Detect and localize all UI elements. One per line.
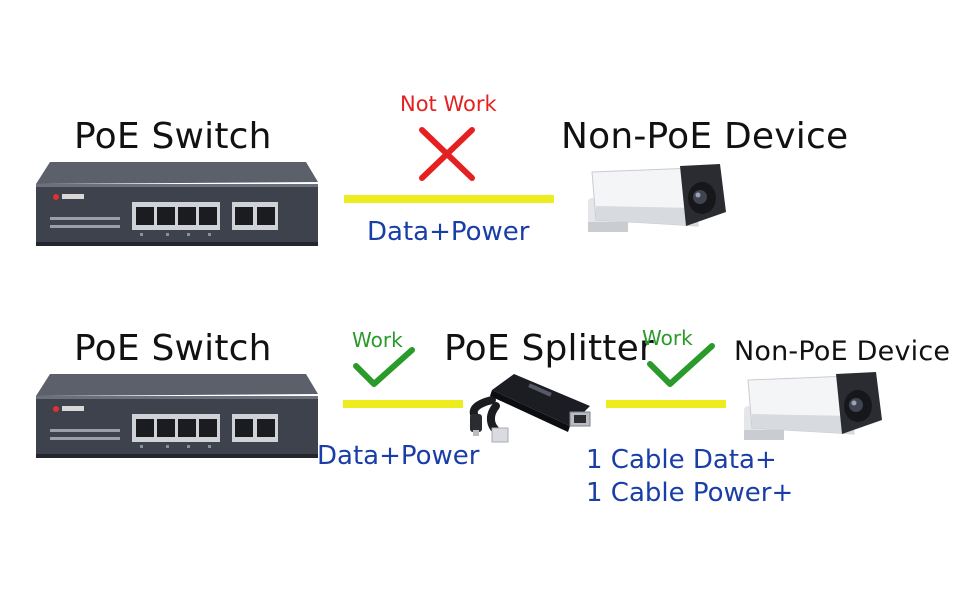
row1-status-label: Not Work	[400, 92, 497, 116]
row1-cable-label: Data+Power	[367, 217, 530, 247]
row2-device-title: Non-PoE Device	[734, 336, 951, 367]
row1-cable-line	[344, 195, 554, 203]
row2-left-status-label: Work	[352, 328, 403, 352]
row2-right-cable-label-line1: 1 Cable Data+	[586, 445, 777, 475]
row2-right-cable-line	[606, 400, 726, 408]
row2-right-status-label: Work	[642, 326, 693, 350]
cross-icon	[418, 126, 476, 182]
poe-switch-icon	[36, 374, 318, 460]
row2-left-cable-label: Data+Power	[317, 441, 480, 471]
camera-icon	[582, 164, 728, 240]
row2-left-cable-line	[343, 400, 463, 408]
row2-right-cable-label-line2: 1 Cable Power+	[586, 478, 794, 508]
poe-switch-icon	[36, 162, 318, 248]
check-icon	[646, 342, 716, 388]
row1-switch-title: PoE Switch	[74, 116, 272, 157]
row2-switch-title: PoE Switch	[74, 328, 272, 369]
row1-device-title: Non-PoE Device	[561, 116, 849, 157]
row2-splitter-title: PoE Splitter	[444, 328, 654, 369]
check-icon	[352, 346, 416, 388]
camera-icon	[738, 372, 884, 448]
poe-splitter-icon	[462, 366, 602, 446]
